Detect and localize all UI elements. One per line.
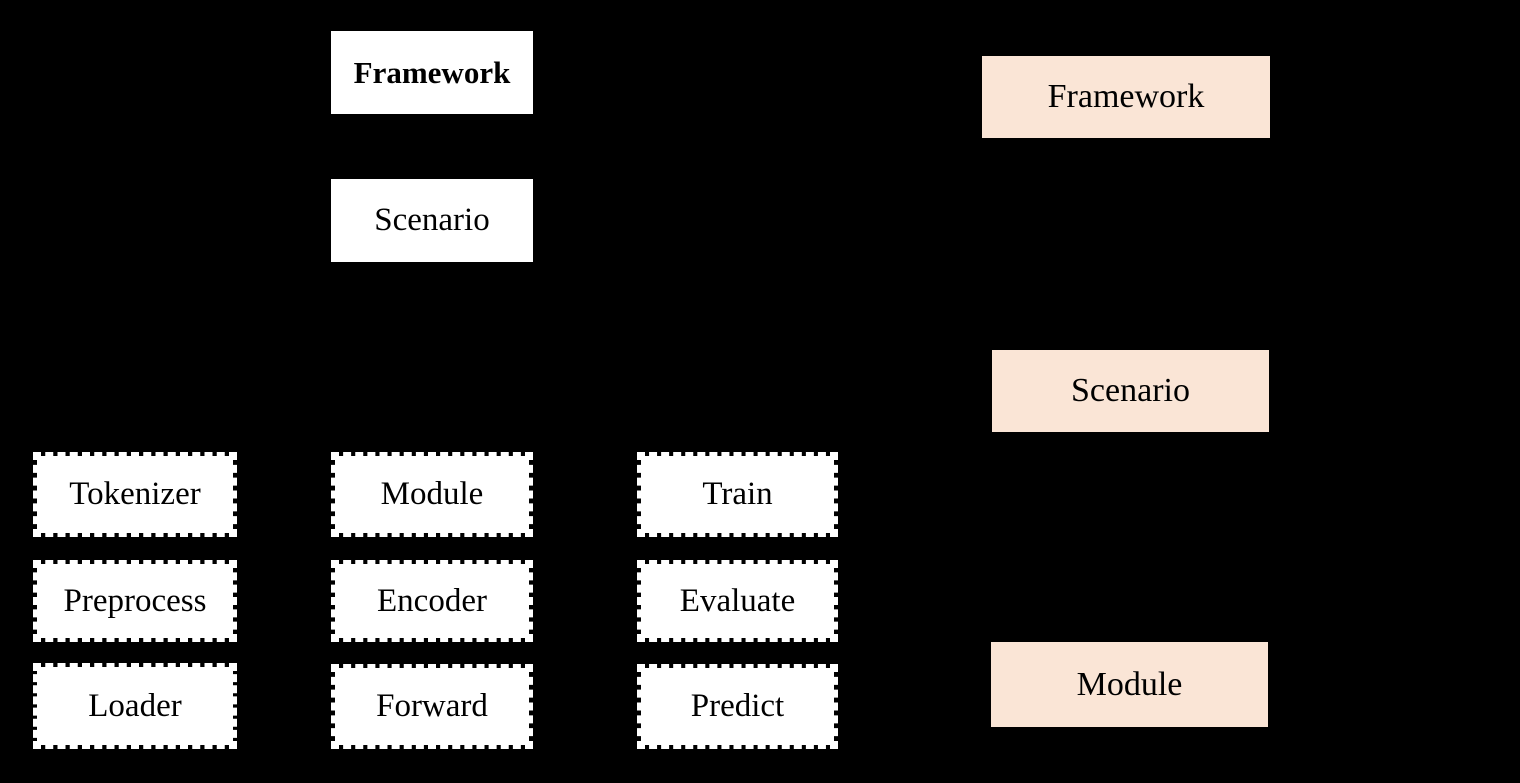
train-box: Train [637, 452, 838, 537]
preprocess-box: Preprocess [33, 560, 237, 642]
encoder-box: Encoder [331, 560, 533, 642]
tokenizer-box: Tokenizer [33, 452, 237, 537]
scenario-box: Scenario [331, 179, 533, 262]
evaluate-box: Evaluate [637, 560, 838, 642]
predict-box: Predict [637, 664, 838, 749]
legend-module-box: Module [991, 642, 1268, 727]
legend-scenario-box: Scenario [992, 350, 1269, 432]
module-box: Module [331, 452, 533, 537]
legend-framework-box: Framework [982, 56, 1270, 138]
forward-box: Forward [331, 664, 533, 749]
framework-box: Framework [331, 31, 533, 114]
loader-box: Loader [33, 663, 237, 749]
